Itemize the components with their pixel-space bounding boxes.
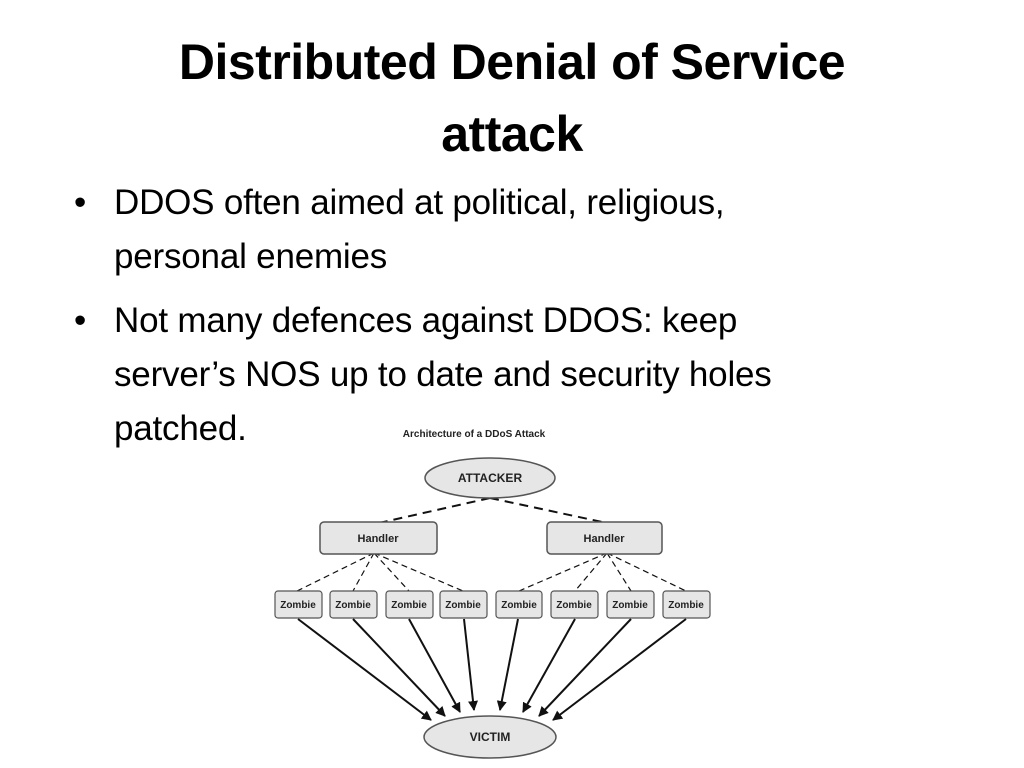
zombie-node-5: Zombie: [495, 590, 543, 619]
handler-box: [546, 521, 663, 555]
zombie-node-3: Zombie: [385, 590, 434, 619]
zombie-box: [662, 590, 711, 619]
zombie-label: Zombie: [556, 600, 592, 611]
edge-handler2-zombie6: [574, 552, 608, 592]
zombie-box: [385, 590, 434, 619]
zombie-label: Zombie: [501, 600, 537, 611]
edge-handler1-zombie1: [296, 552, 375, 592]
arrow-zombie4-victim: [463, 618, 478, 711]
bullet-2-line-2: server’s NOS up to date and security hol…: [114, 355, 772, 394]
bullet-dot-icon: •: [74, 183, 87, 222]
zombie-box: [495, 590, 543, 619]
bullet-2-line-3: patched.: [114, 409, 247, 448]
diagram-caption: Architecture of a DDoS Attack: [403, 429, 546, 440]
bullet-1-line-2: personal enemies: [114, 237, 388, 276]
zombie-node-8: Zombie: [662, 590, 711, 619]
victim-label: VICTIM: [470, 730, 511, 744]
attacker-label: ATTACKER: [458, 471, 523, 485]
zombie-label: Zombie: [445, 600, 481, 611]
zombie-box: [329, 590, 378, 619]
zombie-node-4: Zombie: [439, 590, 488, 619]
edge-handler1-zombie2: [352, 552, 375, 592]
handler-node-1: Handler: [319, 521, 438, 555]
bullet-1-line-1: DDOS often aimed at political, religious…: [114, 183, 725, 222]
arrow-zombie8-victim: [552, 618, 687, 721]
arrow-zombie3-victim: [408, 618, 461, 713]
attacker-node: ATTACKER: [424, 457, 556, 499]
arrow-zombie5-victim: [496, 618, 519, 711]
diagram-svg: Architecture of a DDoS Attack: [274, 429, 711, 759]
bullet-2-line-1: Not many defences against DDOS: keep: [114, 301, 738, 340]
zombie-node-7: Zombie: [606, 590, 655, 619]
handler-to-zombie-edges: [296, 552, 687, 592]
arrow-zombie1-victim: [297, 618, 432, 721]
zombie-label: Zombie: [668, 600, 704, 611]
zombie-to-victim-arrows: [297, 618, 687, 721]
slide-title: Distributed Denial of Service attack: [0, 26, 1024, 170]
handler-label: Handler: [584, 533, 626, 545]
ddos-architecture-diagram: Architecture of a DDoS Attack: [262, 420, 722, 768]
edge-handler1-zombie4: [373, 552, 464, 592]
zombie-label: Zombie: [612, 600, 648, 611]
edge-attacker-handler-1: [378, 497, 491, 524]
zombie-box: [439, 590, 488, 619]
edge-attacker-handler-2: [489, 497, 608, 524]
zombie-box: [550, 590, 599, 619]
bullet-list: • DDOS often aimed at political, religio…: [74, 176, 934, 466]
zombie-label: Zombie: [335, 600, 371, 611]
victim-node: VICTIM: [423, 715, 557, 759]
arrow-zombie2-victim: [352, 618, 446, 717]
zombie-box: [274, 590, 323, 619]
handler-box: [319, 521, 438, 555]
arrow-zombie7-victim: [538, 618, 632, 717]
edge-handler2-zombie8: [606, 552, 687, 592]
title-line-1: Distributed Denial of Service: [178, 34, 846, 90]
zombie-nodes: Zombie Zombie Zombie Zombie Zombie: [274, 590, 711, 619]
handler-node-2: Handler: [546, 521, 663, 555]
attacker-ellipse: [424, 457, 556, 499]
zombie-label: Zombie: [280, 600, 316, 611]
bullet-dot-icon: •: [74, 301, 87, 340]
edge-handler2-zombie5: [518, 552, 608, 592]
zombie-box: [606, 590, 655, 619]
bullet-item-1: • DDOS often aimed at political, religio…: [74, 176, 934, 284]
zombie-node-1: Zombie: [274, 590, 323, 619]
victim-ellipse: [423, 715, 557, 759]
zombie-node-6: Zombie: [550, 590, 599, 619]
attacker-to-handler-edges: [378, 497, 608, 524]
arrow-zombie6-victim: [522, 618, 576, 713]
edge-handler2-zombie7: [606, 552, 632, 592]
handler-label: Handler: [358, 533, 400, 545]
bullet-item-2: • Not many defences against DDOS: keep s…: [74, 294, 934, 456]
title-line-2: attack: [441, 106, 583, 162]
zombie-label: Zombie: [391, 600, 427, 611]
edge-handler1-zombie3: [373, 552, 410, 592]
zombie-node-2: Zombie: [329, 590, 378, 619]
